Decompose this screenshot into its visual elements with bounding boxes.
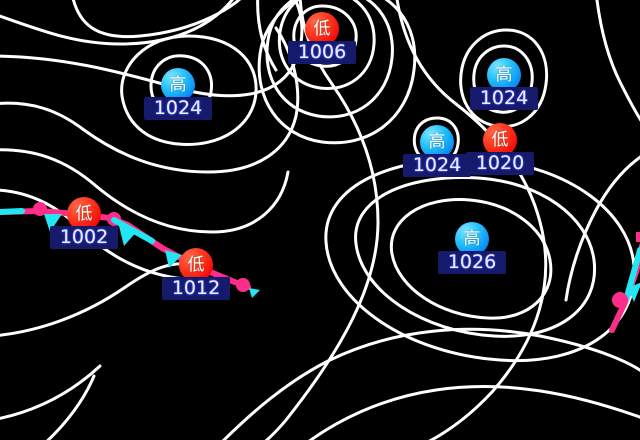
warm-front-bump	[33, 202, 47, 216]
pressure-value-label: 1026	[438, 251, 506, 274]
cold-front-barb	[249, 288, 260, 298]
warm-front-bump	[612, 292, 628, 308]
isobar	[0, 0, 304, 98]
isobar	[256, 0, 278, 72]
high-pressure-icon: 高	[420, 125, 454, 159]
occluded-front-east	[609, 232, 640, 333]
low-pressure-icon: 低	[483, 123, 517, 157]
isobar	[0, 364, 102, 420]
cold-front-barb	[165, 250, 182, 268]
isobar	[308, 385, 640, 440]
isobar	[0, 0, 234, 46]
pressure-value-label: 1024	[144, 97, 212, 120]
isobar	[292, 4, 358, 68]
isobar	[71, 0, 242, 39]
isobar	[277, 0, 376, 91]
isobar	[595, 0, 640, 122]
high-pressure-icon: 高	[487, 58, 521, 92]
isobar	[257, 0, 417, 145]
high-pressure-icon: 高	[161, 68, 195, 102]
high-pressure-icon: 高	[455, 222, 489, 256]
pressure-value-label: 1024	[470, 87, 538, 110]
cold-front-barb	[628, 282, 640, 302]
isobar	[564, 155, 640, 302]
cold-front-barb	[44, 214, 62, 232]
front-line-cyan-mid	[111, 217, 155, 244]
low-pressure-icon: 低	[179, 248, 213, 282]
isobar	[472, 44, 534, 114]
front-edge-marker	[636, 232, 640, 242]
isobar	[324, 157, 636, 363]
isobar	[354, 176, 597, 338]
isobar	[0, 26, 300, 174]
front-line-cyan-tail	[0, 208, 25, 215]
isobar	[0, 262, 190, 337]
pressure-value-label: 1024	[403, 154, 471, 177]
pressure-value-label: 1006	[288, 41, 356, 64]
isobar	[389, 198, 553, 320]
isobar	[46, 374, 96, 440]
pressure-value-label: 1012	[162, 277, 230, 300]
warm-front-bump	[236, 278, 250, 292]
occluded-front-west	[0, 202, 260, 298]
pressure-value-label: 1002	[50, 226, 118, 249]
pressure-value-label: 1020	[466, 152, 534, 175]
low-pressure-icon: 低	[67, 197, 101, 231]
low-pressure-icon: 低	[305, 12, 339, 46]
front-line-cyan	[623, 247, 640, 303]
isobar	[221, 327, 640, 440]
isobar	[0, 148, 290, 234]
isobar	[120, 34, 258, 146]
isobar	[395, 0, 548, 440]
